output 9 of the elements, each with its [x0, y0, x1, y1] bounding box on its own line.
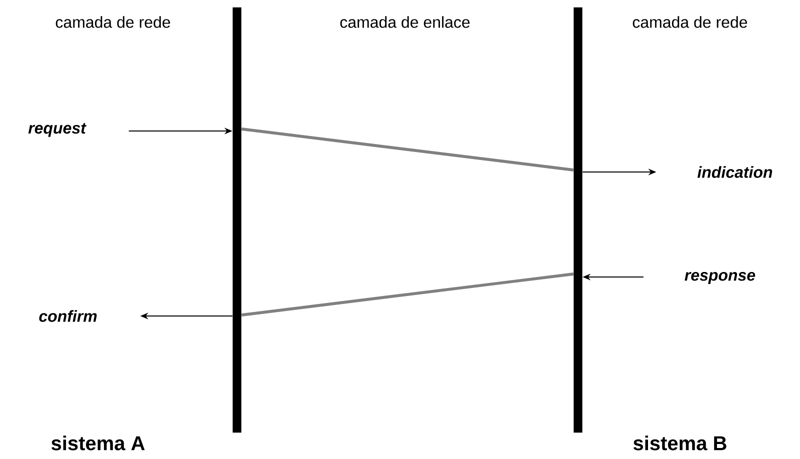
layer-heading: camada de rede — [56, 16, 170, 28]
system-label: sistema B — [633, 436, 726, 450]
layer-heading: camada de rede — [632, 16, 748, 28]
primitive-label: confirm — [39, 310, 97, 322]
primitive-label: indication — [698, 166, 772, 178]
system-label: sistema A — [51, 436, 145, 450]
primitive-label: response — [684, 272, 756, 284]
layer-heading: camada de enlace — [340, 16, 470, 28]
primitive-label: request — [28, 123, 86, 137]
